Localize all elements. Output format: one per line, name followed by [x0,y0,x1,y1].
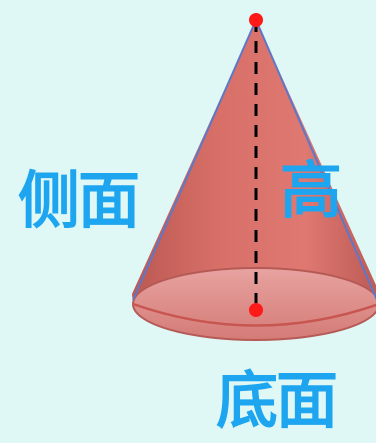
cone-lateral-surface [132,20,376,337]
cone-base-rim [132,302,376,327]
cone-outline-right [255,19,376,301]
apex-point [249,13,263,27]
height-label: 高 [280,154,342,227]
side-label: 侧面 [18,164,140,237]
cone-outline-left [132,19,257,301]
base-label: 底面 [216,364,338,437]
base-center-point [249,303,263,317]
